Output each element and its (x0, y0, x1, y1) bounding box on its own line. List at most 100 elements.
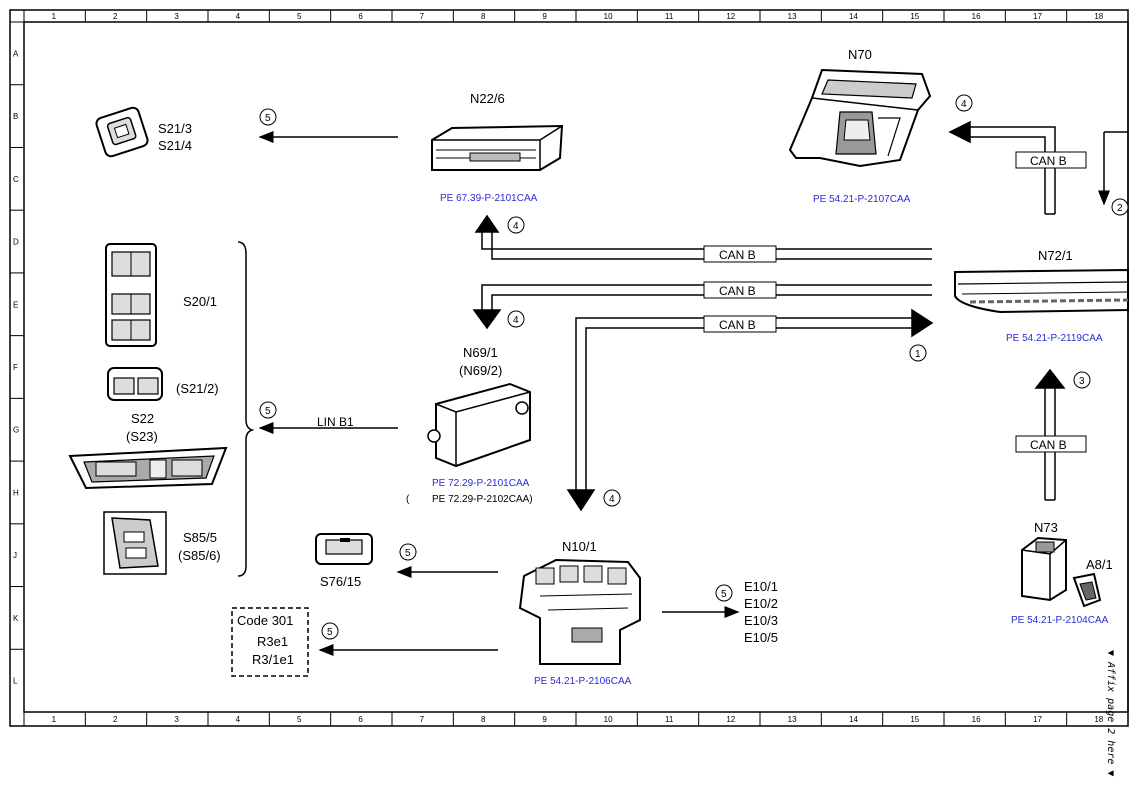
e10-3-label: E10/3 (744, 613, 778, 628)
s85-6-label: (S85/6) (178, 548, 221, 563)
n72-1-label: N72/1 (1038, 248, 1073, 263)
grid-column-label: 17 (1033, 715, 1042, 724)
drawing-frame: 1122334455667788991010111112121313141415… (9, 9, 1129, 727)
marker-4-n70: 4 (955, 94, 973, 112)
svg-text:5: 5 (405, 548, 411, 559)
r3-1e1-label: R3/1e1 (252, 652, 294, 667)
marker-1: 1 (909, 344, 927, 362)
grid-row-label: J (13, 551, 17, 560)
grid-row-label: D (13, 238, 19, 247)
s22-label: S22 (131, 411, 154, 426)
grid-column-label: 9 (542, 715, 547, 724)
switch-s21-2-icon (107, 367, 163, 401)
n10-1-reference: PE 54.21-P-2106CAA (534, 676, 632, 687)
grid-row-label: C (13, 175, 19, 184)
switch-s21-3-icon (95, 106, 149, 158)
n69-2-label: (N69/2) (459, 363, 502, 378)
grid-column-label: 11 (665, 715, 674, 724)
control-panel-n72-1-icon (954, 268, 1129, 314)
svg-text:5: 5 (721, 589, 727, 600)
s23-label: (S23) (126, 429, 158, 444)
svg-text:4: 4 (609, 494, 615, 505)
grid-column-label: 5 (297, 715, 302, 724)
grid-row-label: L (13, 677, 18, 686)
grid-row-label: H (13, 488, 19, 497)
grid-column-label: 4 (236, 12, 241, 21)
transmitter-key-a8-1-icon (1072, 572, 1102, 608)
grid-column-ticks: 1122334455667788991010111112121313141415… (23, 10, 1104, 726)
grid-column-label: 12 (726, 715, 735, 724)
svg-text:4: 4 (961, 99, 967, 110)
grid-column-label: 14 (849, 715, 858, 724)
fuse-relay-module-n10-1-icon (518, 558, 641, 665)
n69-2-reference: PE 72.29-P-2102CAA) (432, 494, 533, 505)
r3e1-label: R3e1 (257, 634, 288, 649)
a8-1-label: A8/1 (1086, 557, 1113, 572)
can-label-upper: CAN B (703, 245, 777, 263)
grid-row-label: B (13, 112, 18, 121)
svg-text:4: 4 (513, 315, 519, 326)
grid-column-label: 13 (788, 715, 797, 724)
grid-column-label: 10 (604, 12, 613, 21)
marker-5-e10: 5 (715, 584, 733, 602)
grid-column-label: 12 (726, 12, 735, 21)
grid-column-label: 3 (174, 715, 179, 724)
grid-column-label: 15 (910, 715, 919, 724)
s21-2-label: (S21/2) (176, 381, 219, 396)
svg-text:CAN B: CAN B (719, 248, 756, 262)
svg-text:CAN B: CAN B (1030, 438, 1067, 452)
marker-2: 2 (1111, 198, 1129, 216)
s20-1-label: S20/1 (183, 294, 217, 309)
grid-column-label: 7 (420, 715, 425, 724)
svg-text:5: 5 (327, 627, 333, 638)
s21-3-label: S21/3 (158, 121, 192, 136)
grid-row-label: G (13, 426, 19, 435)
svg-text:2: 2 (1117, 203, 1123, 214)
s76-15-label: S76/15 (320, 574, 361, 589)
switch-group-brace (237, 241, 255, 577)
marker-4-n10-1: 4 (603, 489, 621, 507)
svg-text:1: 1 (915, 349, 921, 360)
can-bus-n73-to-n72-1 (1034, 368, 1066, 501)
svg-text:5: 5 (265, 113, 271, 124)
control-module-n22-6-icon (431, 124, 564, 171)
grid-column-label: 8 (481, 12, 486, 21)
n73-reference: PE 54.21-P-2104CAA (1011, 615, 1109, 626)
switch-block-s20-1-icon (105, 243, 157, 347)
svg-text:4: 4 (513, 221, 519, 232)
e10-2-label: E10/2 (744, 596, 778, 611)
can-label-middle: CAN B (703, 281, 777, 299)
grid-column-label: 17 (1033, 12, 1042, 21)
n10-1-label: N10/1 (562, 539, 597, 554)
svg-text:CAN B: CAN B (719, 318, 756, 332)
grid-column-label: 2 (113, 715, 118, 724)
marker-4-n69-1: 4 (507, 310, 525, 328)
grid-column-label: 5 (297, 12, 302, 21)
e10-1-label: E10/1 (744, 579, 778, 594)
grid-column-label: 15 (910, 12, 919, 21)
can-bus-n72-1-to-n70 (948, 120, 1056, 215)
grid-row-label: K (13, 614, 19, 623)
marker-5-s76: 5 (399, 543, 417, 561)
grid-column-label: 18 (1094, 12, 1103, 21)
can-label-n73: CAN B (1015, 435, 1087, 453)
grid-column-label: 14 (849, 12, 858, 21)
svg-text:CAN B: CAN B (719, 284, 756, 298)
switch-s85-5-icon (103, 511, 167, 575)
svg-text:3: 3 (1079, 376, 1085, 387)
code-301-title: Code 301 (237, 613, 293, 628)
svg-text:CAN B: CAN B (1030, 154, 1067, 168)
grid-column-label: 16 (972, 12, 981, 21)
control-module-n69-1-icon (427, 382, 531, 468)
n73-label: N73 (1034, 520, 1058, 535)
s85-5-label: S85/5 (183, 530, 217, 545)
can-bus-to-n69-1 (472, 284, 932, 330)
grid-column-label: 4 (236, 715, 241, 724)
overhead-control-panel-n70-icon (788, 68, 932, 168)
marker-5-code-301: 5 (321, 622, 339, 640)
grid-column-label: 16 (972, 715, 981, 724)
marker-3: 3 (1073, 371, 1091, 389)
grid-column-label: 1 (52, 715, 57, 724)
